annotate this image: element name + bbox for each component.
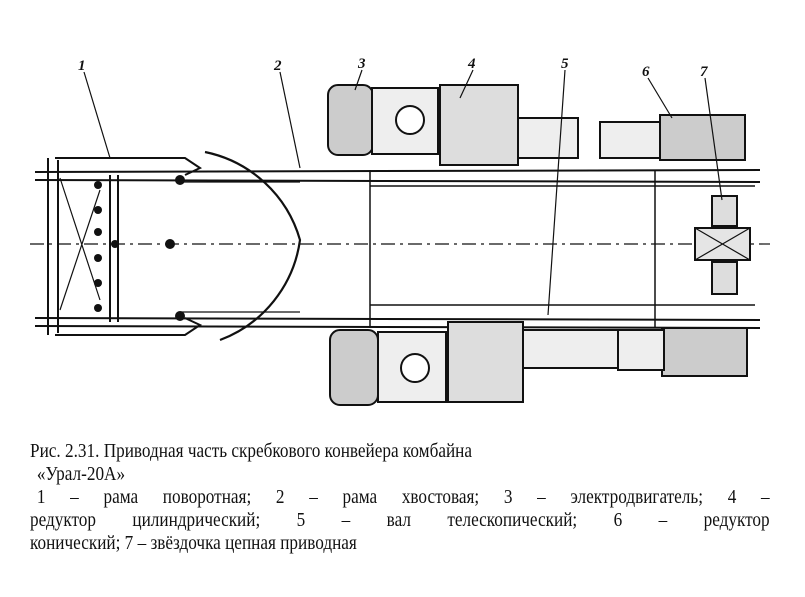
callout-7: 7 <box>700 64 708 80</box>
caption-title-line-1: Рис. 2.31. Приводная часть скребкового к… <box>30 440 472 462</box>
top-bevel-gearbox <box>659 114 746 161</box>
caption-legend-line-3: конический; 7 – звёздочка цепная приводн… <box>30 532 357 554</box>
bottom-bevel-gearbox <box>661 327 748 377</box>
callout-1: 1 <box>78 58 86 74</box>
top-reducer <box>439 84 519 166</box>
caption-legend-line-1: 1 – рама поворотная; 2 – рама хвостовая;… <box>36 486 770 508</box>
callout-labels: 1 2 3 4 5 6 7 <box>78 56 708 80</box>
tail-frame-arc <box>204 150 302 342</box>
callout-3: 3 <box>357 56 366 72</box>
turning-frame <box>47 158 119 335</box>
callout-2: 2 <box>273 58 282 74</box>
callout-6: 6 <box>642 64 650 80</box>
conveyor-drive-drawing: 1 2 3 4 5 6 7 <box>30 56 770 406</box>
figure-caption: Рис. 2.31. Приводная часть скребкового к… <box>30 440 770 555</box>
top-motor <box>327 84 374 156</box>
frame-top-rail <box>34 169 761 183</box>
frame-bottom-rail <box>34 317 761 329</box>
bottom-reducer <box>447 321 524 403</box>
callout-4: 4 <box>467 56 476 72</box>
bottom-motor <box>329 329 379 406</box>
caption-title-line-2: «Урал-20А» <box>36 463 126 485</box>
callout-5: 5 <box>561 56 569 72</box>
caption-legend-line-2: редуктор цилиндрический; 5 – вал телеско… <box>30 509 770 531</box>
